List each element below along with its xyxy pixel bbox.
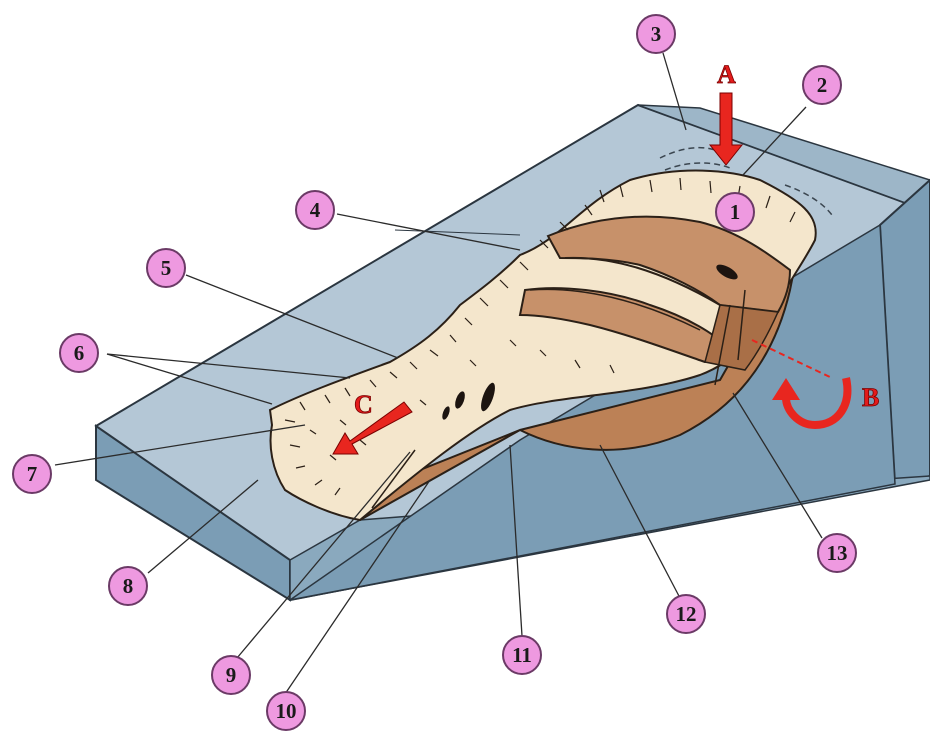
svg-text:6: 6 (74, 341, 85, 365)
arrow-B-label: B (862, 383, 879, 412)
svg-text:8: 8 (123, 574, 134, 598)
callout-3: 3 (637, 15, 675, 53)
callout-4: 4 (296, 191, 334, 229)
svg-text:2: 2 (817, 73, 828, 97)
callout-1: 1 (716, 193, 754, 231)
svg-text:7: 7 (27, 462, 38, 486)
callout-9: 9 (212, 656, 250, 694)
callout-2: 2 (803, 66, 841, 104)
svg-text:5: 5 (161, 256, 172, 280)
callout-7: 7 (13, 455, 51, 493)
arrow-C-label: C (354, 390, 373, 419)
svg-text:10: 10 (276, 699, 297, 723)
svg-text:12: 12 (676, 602, 697, 626)
svg-text:1: 1 (730, 200, 741, 224)
svg-text:9: 9 (226, 663, 237, 687)
callout-13: 13 (818, 534, 856, 572)
arrow-A-label: A (717, 60, 736, 89)
callout-10: 10 (267, 692, 305, 730)
callout-5: 5 (147, 249, 185, 287)
callout-12: 12 (667, 595, 705, 633)
svg-text:11: 11 (512, 643, 532, 667)
callout-11: 11 (503, 636, 541, 674)
svg-text:13: 13 (827, 541, 848, 565)
svg-text:4: 4 (310, 198, 321, 222)
callout-6: 6 (60, 334, 98, 372)
svg-text:3: 3 (651, 22, 662, 46)
callout-8: 8 (109, 567, 147, 605)
